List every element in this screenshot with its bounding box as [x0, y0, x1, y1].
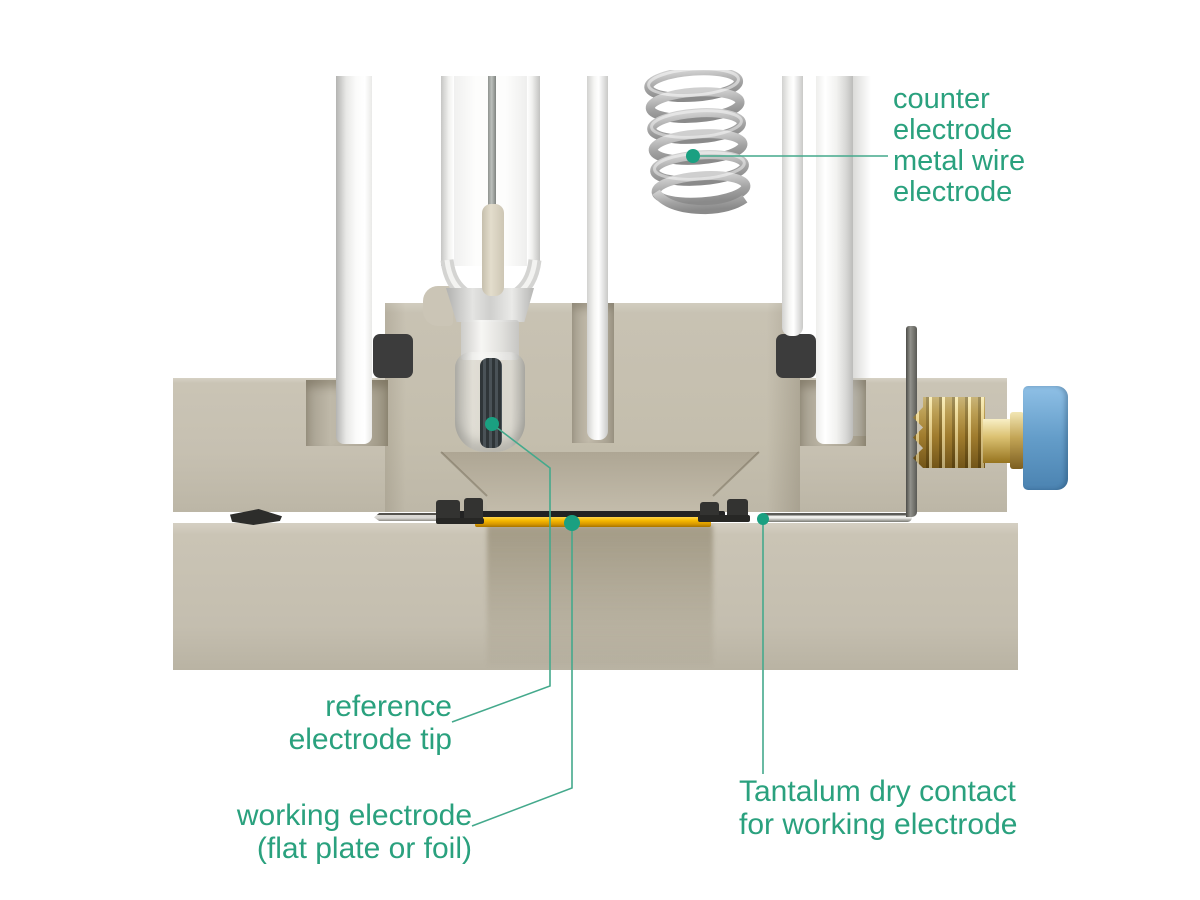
clamp-block	[464, 498, 483, 520]
tantalum-lead-wire	[764, 513, 912, 522]
gap-seal-left	[230, 509, 282, 525]
label-line: electrode	[893, 176, 1013, 208]
brass-thread-fitting	[913, 397, 985, 468]
glass-outer-wall-left	[336, 76, 372, 444]
oring-seal-right	[776, 334, 816, 378]
brass-collar	[1010, 412, 1024, 469]
ref-electrode-wire	[488, 76, 496, 208]
clamp-block	[700, 502, 719, 519]
label-line: Tantalum dry contact	[739, 775, 1016, 808]
label-reference-electrode-tip: reference electrode tip	[202, 690, 452, 756]
support-rod-left	[587, 76, 608, 440]
blue-connector	[1023, 386, 1068, 490]
ref-tube-wall-left	[441, 76, 454, 266]
label-line: electrode	[893, 114, 1013, 146]
oring-seal-left	[373, 334, 413, 378]
contact-plate-vertical	[906, 326, 917, 517]
clamp-block	[436, 500, 460, 520]
ref-tube-wall-right	[527, 76, 540, 266]
support-rod-right	[782, 76, 803, 336]
clamp-bar	[698, 515, 750, 522]
label-line: metal wire	[893, 145, 1026, 177]
brass-cylinder	[983, 419, 1012, 463]
label-tantalum-contact: Tantalum dry contact for working electro…	[739, 775, 1017, 841]
cell-body-bottom-block	[173, 523, 1018, 670]
ref-electrode-frit	[480, 358, 502, 448]
clamp-bar	[436, 518, 484, 524]
label-line: electrode tip	[288, 723, 452, 756]
thread-ridges	[913, 397, 985, 468]
clamp-block	[727, 499, 748, 519]
label-line: (flat plate or foil)	[256, 832, 472, 865]
contact-strip-left	[374, 513, 460, 521]
cavity-shadow	[487, 525, 713, 665]
glass-wall-highlight	[853, 76, 871, 436]
glass-outer-wall-right	[816, 76, 853, 444]
working-electrode-strip	[475, 517, 711, 527]
label-line: working electrode	[236, 799, 472, 832]
label-working-electrode: working electrode (flat plate or foil)	[172, 799, 472, 865]
label-line: reference	[325, 690, 452, 723]
label-line: for working electrode	[739, 808, 1018, 841]
label-counter-electrode: counter electrode metal wire electrode	[893, 84, 1025, 208]
ref-electrode-inner-tip	[482, 204, 504, 296]
label-line: counter	[893, 83, 990, 115]
counter-electrode-spring	[644, 70, 751, 215]
tantalum-contact-strip	[455, 511, 725, 521]
